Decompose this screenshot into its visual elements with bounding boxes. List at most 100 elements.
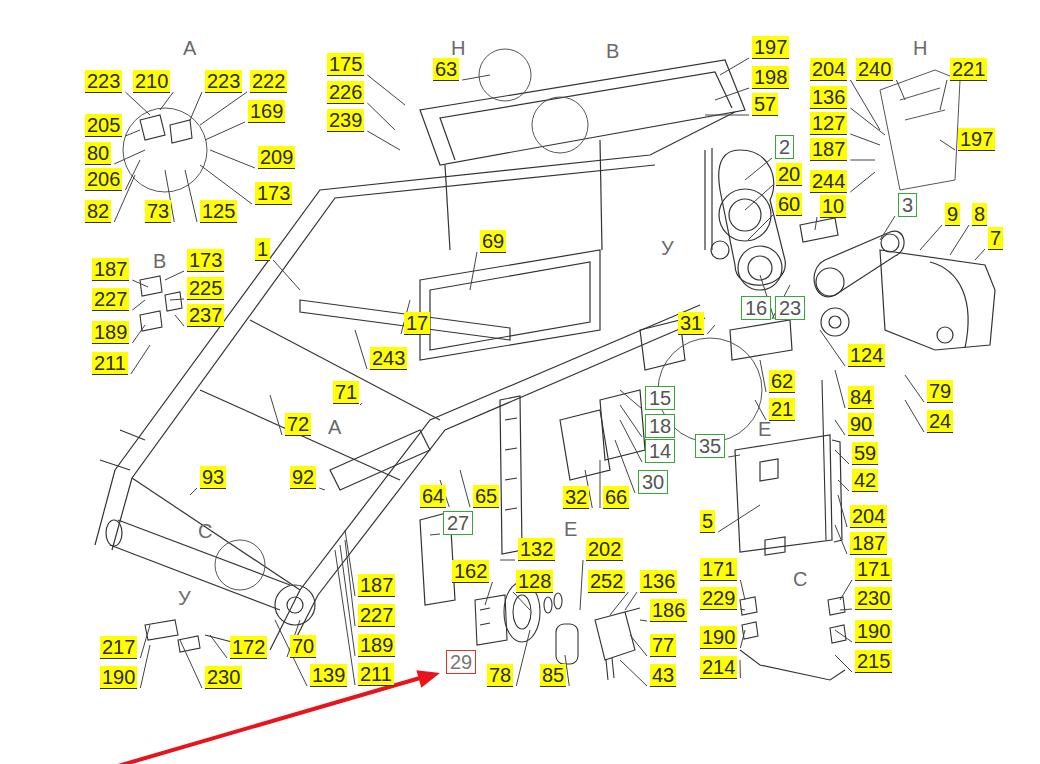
callout-number: 175 bbox=[327, 53, 364, 76]
leader-line bbox=[718, 505, 760, 532]
housing bbox=[880, 250, 995, 350]
leader-line bbox=[273, 260, 300, 290]
small-parts bbox=[205, 635, 232, 642]
small-parts bbox=[828, 597, 845, 615]
leader-line bbox=[840, 580, 852, 600]
callout-number: 252 bbox=[588, 570, 625, 593]
small-parts bbox=[606, 658, 614, 680]
callout-number: 3 bbox=[898, 193, 917, 217]
leader-line bbox=[940, 140, 955, 150]
callout-number: 16 bbox=[741, 296, 771, 320]
callout-number: 190 bbox=[100, 666, 137, 689]
leader-line bbox=[835, 450, 849, 464]
callout-number: 59 bbox=[852, 442, 878, 465]
callout-number: 222 bbox=[250, 70, 287, 93]
callout-number: 187 bbox=[358, 574, 395, 597]
belt-drive bbox=[738, 246, 782, 290]
callout-number: 93 bbox=[200, 466, 226, 489]
callout-number: 77 bbox=[650, 634, 676, 657]
housing bbox=[765, 537, 785, 555]
callout-number: 85 bbox=[540, 664, 566, 687]
leader-line bbox=[125, 92, 150, 115]
small-parts bbox=[544, 597, 552, 613]
leader-line bbox=[840, 609, 852, 610]
small-parts bbox=[554, 593, 562, 609]
callout-number: 60 bbox=[776, 193, 802, 216]
callout-number: 15 bbox=[645, 386, 675, 410]
leader-line bbox=[367, 103, 395, 130]
section-letter: У bbox=[178, 587, 191, 609]
chassis-frame bbox=[275, 585, 315, 625]
leader-line bbox=[835, 655, 852, 672]
callout-number: 42 bbox=[852, 469, 878, 492]
leader-line bbox=[905, 400, 924, 432]
chassis-frame bbox=[500, 396, 522, 554]
detail-circle bbox=[215, 540, 265, 590]
leader-line bbox=[850, 80, 880, 130]
leader-line bbox=[835, 370, 845, 408]
callout-number: 204 bbox=[810, 58, 847, 81]
leader-line bbox=[580, 560, 583, 610]
callout-number: 239 bbox=[327, 109, 364, 132]
callout-number: 171 bbox=[700, 558, 737, 581]
pointer-arrow bbox=[118, 678, 420, 764]
section-letter: Н bbox=[913, 37, 927, 59]
chassis-frame bbox=[270, 305, 700, 650]
callout-number: 31 bbox=[678, 312, 704, 335]
callout-number: 205 bbox=[85, 114, 122, 137]
leader-line bbox=[850, 134, 880, 145]
callout-number: 23 bbox=[775, 296, 805, 320]
leader-line bbox=[975, 249, 985, 260]
callout-number: 243 bbox=[370, 347, 407, 370]
leader-line bbox=[500, 560, 515, 561]
callout-number: 204 bbox=[850, 505, 887, 528]
leader-line bbox=[485, 582, 492, 605]
callout-number: 211 bbox=[358, 663, 394, 686]
callout-number: 139 bbox=[310, 664, 347, 687]
leader-line bbox=[850, 172, 875, 192]
leader-line bbox=[132, 300, 145, 310]
callout-number: 187 bbox=[92, 258, 129, 281]
leader-line bbox=[835, 420, 845, 435]
leader-line bbox=[125, 130, 140, 136]
leader-line bbox=[319, 488, 325, 490]
belt-drive bbox=[821, 308, 849, 336]
callout-number: 72 bbox=[285, 413, 311, 436]
belt-drive bbox=[711, 241, 729, 259]
leader-line bbox=[820, 330, 845, 366]
leader-line bbox=[745, 185, 773, 210]
leader-line bbox=[470, 252, 477, 290]
leader-line bbox=[190, 92, 202, 120]
callout-number: 70 bbox=[290, 635, 316, 658]
chassis-frame bbox=[730, 320, 792, 360]
section-letter: В bbox=[606, 40, 619, 62]
callout-number: 90 bbox=[848, 413, 874, 436]
callout-number: 214 bbox=[700, 656, 737, 679]
callout-number: 73 bbox=[145, 200, 171, 223]
belt-drive bbox=[711, 150, 904, 336]
callout-number: 63 bbox=[433, 58, 459, 81]
callout-number: 18 bbox=[645, 414, 675, 438]
leader-line bbox=[630, 635, 647, 656]
callout-number: 190 bbox=[700, 626, 737, 649]
callout-number: 197 bbox=[752, 36, 789, 59]
small-parts bbox=[830, 625, 846, 643]
callout-number: 20 bbox=[776, 163, 802, 186]
small-parts bbox=[170, 120, 192, 143]
chassis-frame bbox=[290, 318, 705, 650]
chassis-frame bbox=[445, 165, 450, 250]
belt-drive bbox=[814, 231, 904, 297]
callout-number: 57 bbox=[752, 93, 778, 116]
leader-line bbox=[835, 525, 847, 554]
section-letter: Е bbox=[758, 418, 771, 440]
small-parts bbox=[556, 624, 578, 664]
leader-line bbox=[185, 170, 197, 222]
detail-circle bbox=[880, 70, 960, 190]
chassis-frame bbox=[118, 520, 290, 585]
housing bbox=[735, 435, 832, 552]
section-letter: У bbox=[661, 237, 674, 259]
callout-number: 124 bbox=[848, 344, 885, 367]
callout-number: 171 bbox=[855, 558, 892, 581]
small-parts bbox=[822, 380, 826, 540]
callout-number: 226 bbox=[327, 81, 364, 104]
